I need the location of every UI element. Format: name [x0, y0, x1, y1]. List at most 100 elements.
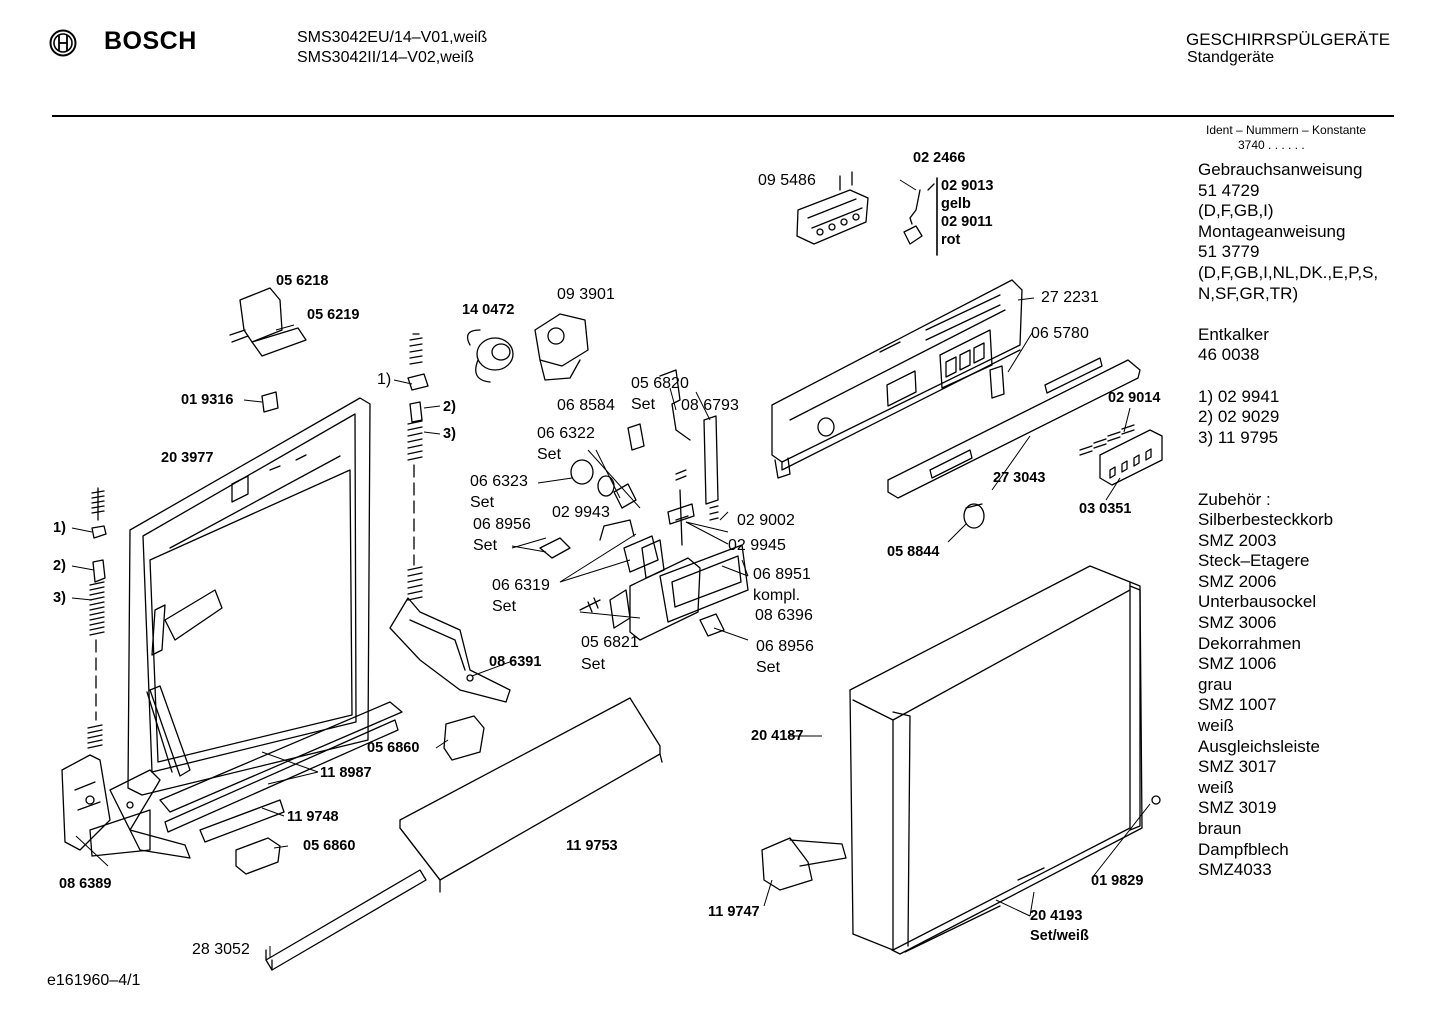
terminal-block: [796, 171, 869, 245]
set-label: Set: [581, 656, 606, 673]
part-label: 02 9945: [728, 537, 786, 554]
ident-value: 3740 . . . . . .: [1238, 138, 1305, 152]
bosch-logo-icon: [49, 29, 77, 57]
door-bottom-strip: [89, 685, 403, 857]
part-label: 11 9748: [287, 809, 339, 825]
part-label: 05 6860: [303, 838, 356, 854]
wire-color-label: gelb: [941, 196, 971, 212]
footnote-marker: 2): [443, 399, 456, 415]
category-title: GESCHIRRSPÜLGERÄTE: [1186, 30, 1391, 49]
footnote-marker: 2): [53, 558, 66, 574]
part-label: 14 0472: [462, 302, 515, 318]
set-label: Set/weiß: [1030, 928, 1089, 944]
accessory-line: SMZ4033: [1198, 860, 1272, 880]
part-label: 06 8584: [557, 397, 615, 414]
sidebar-line: 46 0038: [1198, 345, 1260, 365]
accessory-line: braun: [1198, 819, 1242, 838]
set-label: Set: [492, 598, 517, 615]
accessory-line: Zubehör :: [1198, 489, 1271, 509]
accessory-line: Dekorrahmen: [1198, 633, 1301, 653]
spacer: [1198, 469, 1428, 490]
accessory-line: SMZ 1006: [1198, 654, 1277, 674]
accessory-line: SMZ 2003: [1198, 530, 1277, 550]
timer-motor: [534, 313, 589, 381]
part-label: 01 9829: [1091, 873, 1144, 889]
part-label: 06 8956: [473, 516, 531, 533]
model-line-2: SMS3042II/14–V02,weiß: [297, 49, 474, 66]
part-label: 08 6389: [59, 876, 112, 892]
switch-block: [1079, 424, 1163, 486]
accessory-line: Unterbausockel: [1198, 592, 1317, 612]
part-label: 02 2466: [913, 150, 966, 166]
sidebar-line: Entkalker: [1198, 324, 1269, 344]
part-label: 02 9011: [941, 214, 993, 230]
accessory-line: SMZ 3019: [1198, 798, 1277, 818]
model-line-1: SMS3042EU/14–V01,weiß: [297, 29, 488, 46]
footnote-marker: 1): [377, 371, 392, 388]
part-label: 08 6793: [681, 397, 739, 414]
part-label: 03 0351: [1079, 501, 1132, 517]
accessory-line: weiß: [1198, 777, 1234, 797]
category-subtitle: Standgeräte: [1187, 49, 1275, 66]
info-sidebar: Gebrauchsanweisung 51 4729 (D,F,GB,I) Mo…: [1198, 160, 1428, 881]
part-label: 20 3977: [161, 450, 214, 466]
center-hinge-bracket: [389, 597, 511, 703]
accessory-line: grau: [1198, 674, 1233, 694]
footnote-marker: 3): [443, 426, 456, 442]
page-header: BOSCH SMS3042EU/14–V01,weiß SMS3042II/14…: [0, 0, 1442, 120]
part-label: 01 9316: [181, 392, 234, 408]
display-strip: [887, 357, 1141, 499]
left-hinge-assembly: [61, 754, 191, 859]
sidebar-line: Gebrauchsanweisung: [1198, 160, 1363, 179]
set-label: Set: [631, 396, 656, 413]
accessory-line: weiß: [1198, 716, 1234, 736]
part-label: 06 6323: [470, 473, 528, 490]
kickplate-panel: [399, 697, 663, 893]
part-label: 06 8951: [753, 566, 811, 583]
side-panel: [849, 565, 1141, 951]
accessory-line: Steck–Etagere: [1198, 551, 1310, 571]
control-panel: [771, 279, 1023, 479]
part-label: 20 4193: [1030, 908, 1083, 924]
footnote-marker: 3): [53, 590, 66, 606]
part-label: 02 9013: [941, 178, 994, 194]
spacer: [1198, 448, 1428, 469]
footnote-line: 1) 02 9941: [1198, 386, 1280, 406]
sidebar-line: (D,F,GB,I,NL,DK.,E,P,S,: [1198, 262, 1379, 282]
part-label: 27 3043: [993, 470, 1046, 486]
part-label: 05 6821: [581, 634, 639, 651]
footnote-marker: 1): [53, 520, 66, 536]
left-spring-column: [87, 487, 107, 749]
accessory-line: SMZ 3006: [1198, 613, 1277, 633]
door-latch: [229, 287, 307, 357]
timer-knob: [466, 329, 514, 383]
set-label: Set: [756, 659, 781, 676]
part-label: 09 5486: [758, 172, 816, 189]
wire-color-label: rot: [941, 232, 961, 248]
ident-title: Ident – Nummern – Konstante: [1206, 123, 1367, 137]
sidebar-line: 51 3779: [1198, 242, 1260, 262]
center-spring-column: [407, 333, 429, 601]
base-strip: [265, 869, 427, 971]
brand-name: BOSCH: [104, 27, 197, 55]
part-label: 02 9002: [737, 512, 795, 529]
footnote-line: 3) 11 9795: [1198, 427, 1279, 447]
part-label: 08 6391: [489, 654, 542, 670]
program-knob: [963, 503, 985, 529]
drawing-id: e161960–4/1: [47, 972, 141, 989]
foot-pad-upper: [443, 715, 485, 761]
decor-frame: [891, 585, 1161, 955]
part-label: 08 6396: [755, 607, 813, 624]
set-label: Set: [473, 537, 498, 554]
header-divider: [52, 115, 1394, 117]
accessory-line: SMZ 2006: [1198, 571, 1277, 591]
part-label: 06 5780: [1031, 325, 1089, 342]
accessory-line: Ausgleichsleiste: [1198, 736, 1320, 756]
dispenser-parts: [539, 369, 725, 637]
sidebar-line: 51 4729: [1198, 180, 1260, 200]
part-label: 27 2231: [1041, 289, 1099, 306]
accessory-line: Silberbesteckkorb: [1198, 510, 1334, 530]
part-label: 11 9747: [708, 904, 760, 920]
leader-lines: [71, 179, 1151, 958]
part-label: 05 6218: [276, 273, 329, 289]
